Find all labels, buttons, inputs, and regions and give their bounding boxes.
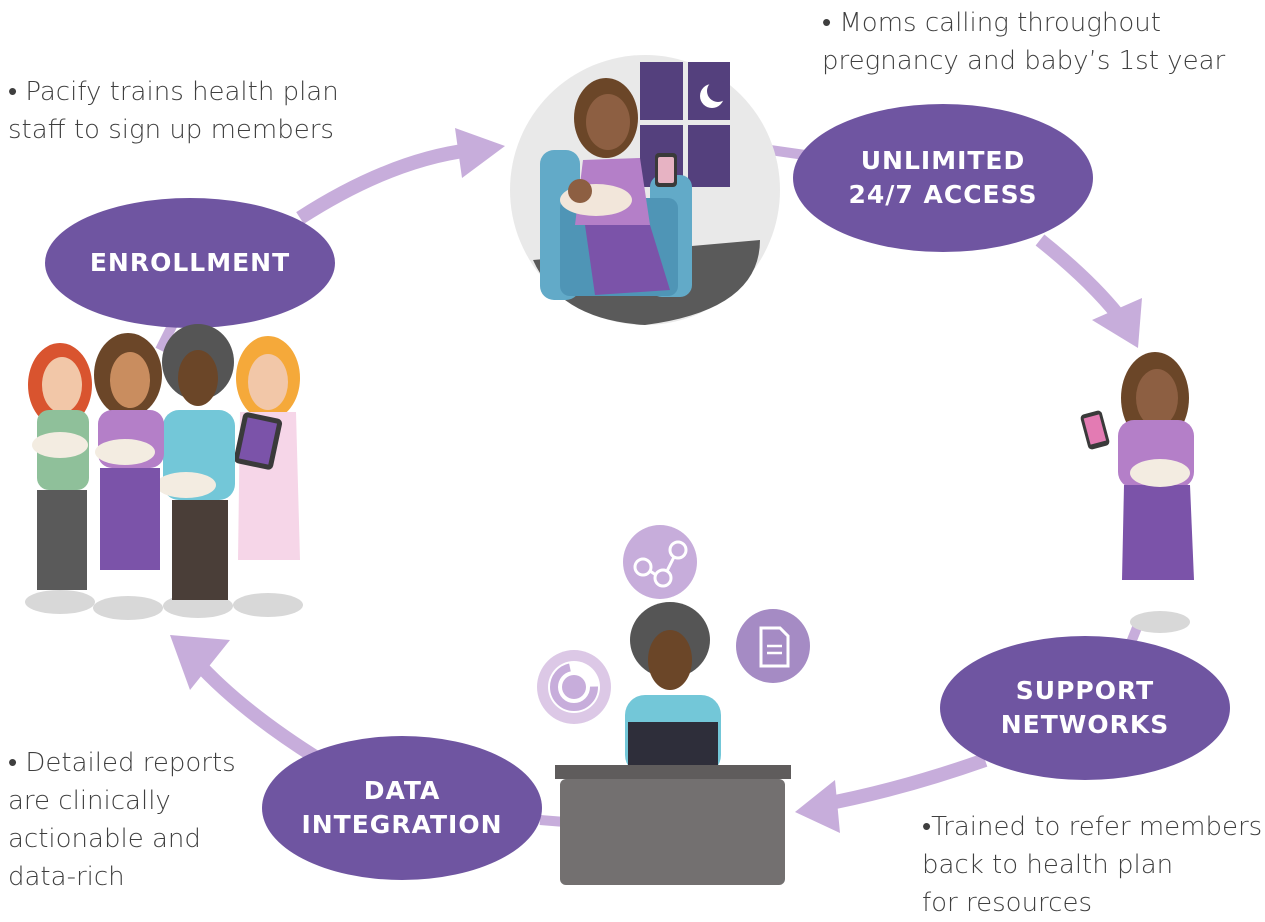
access-label-line2: 24/7 ACCESS [848,180,1038,209]
access-note: • Moms calling throughout pregnancy and … [822,4,1225,80]
data-note-line: data-rich [8,862,125,892]
data-oval [262,736,542,880]
access-note-line: • Moms calling throughout [822,8,1161,38]
arrow-head-data-to-enrollment [170,635,230,690]
mothers-group-illustration [25,324,303,620]
standing-mom-illustration [1080,352,1194,633]
support-note-line: •Trained to refer members [922,812,1263,842]
data-label: DATA INTEGRATION [262,736,542,880]
data-note-line: are clinically [8,786,171,816]
data-label-line2: INTEGRATION [301,810,503,839]
enrollment-label-text: ENROLLMENT [89,248,291,277]
data-note-line: • Detailed reports [8,748,236,778]
access-label: UNLIMITED 24/7 ACCESS [793,104,1093,252]
enrollment-note: • Pacify trains health plan staff to sig… [8,73,339,149]
support-oval [940,636,1230,780]
access-label-line1: UNLIMITED [860,146,1026,175]
support-note-line: back to health plan [922,850,1174,880]
arrow-head-enrollment-to-access [455,128,505,178]
enrollment-oval [45,198,335,328]
arrow-head-access-to-support [1092,298,1142,348]
arrow-data-to-enrollment [189,655,324,766]
data-note-line: actionable and [8,824,201,854]
arrow-enrollment-to-access [296,143,471,224]
enrollment-note-line: • Pacify trains health plan [8,77,339,107]
support-note: •Trained to refer members back to health… [922,808,1262,922]
enrollment-note-line: staff to sign up members [8,115,334,145]
document-icon [736,609,810,683]
nursing-mother-illustration [510,55,780,325]
enrollment-label: ENROLLMENT [45,198,335,328]
support-label-line1: SUPPORT [1015,676,1155,705]
access-note-line: pregnancy and baby’s 1st year [822,46,1226,76]
crescent-moon-icon [700,80,729,108]
data-note: • Detailed reports are clinically action… [8,744,236,896]
support-note-line: for resources [922,888,1093,918]
support-label: SUPPORT NETWORKS [940,636,1230,780]
arrow-access-to-support [1035,234,1124,320]
arrow-support-to-data [818,753,988,812]
connector-access-circle [769,145,806,160]
support-label-line2: NETWORKS [1000,710,1170,739]
arrow-head-support-to-data [795,780,840,833]
donut-chart-icon [537,650,611,724]
share-nodes-icon [623,525,697,599]
analyst-desk-illustration [555,602,791,885]
access-oval [793,104,1093,252]
data-label-line1: DATA [363,776,441,805]
